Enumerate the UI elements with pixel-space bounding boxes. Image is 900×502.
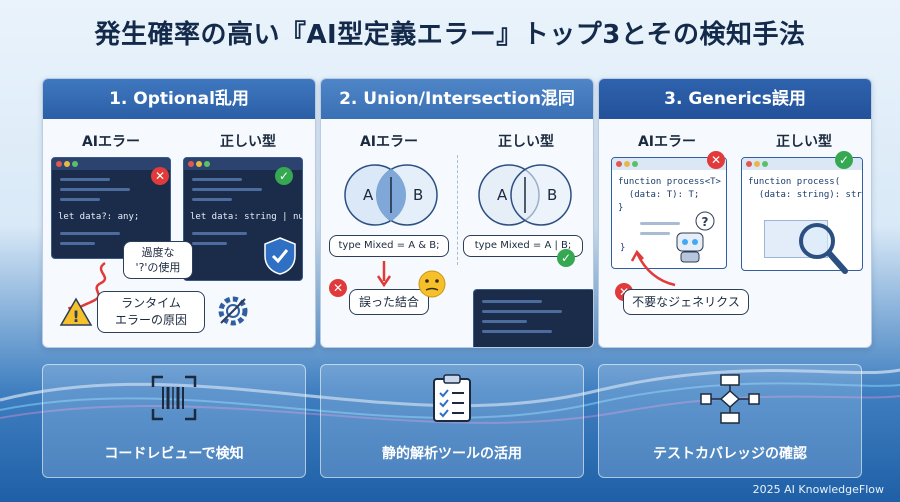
panel-union-intersection: 2. Union/Intersection混同 AIエラー 正しい型 A B A… xyxy=(320,78,594,348)
error-x-icon: ✕ xyxy=(707,151,725,169)
footer-credit: 2025 AI KnowledgeFlow xyxy=(752,483,884,496)
venn-label-b: B xyxy=(547,186,557,204)
pointer-arrow xyxy=(630,249,676,287)
checklist-clipboard-icon xyxy=(433,374,471,422)
detection-card-code-review: コードレビューで検知 xyxy=(42,364,306,478)
bad-type-callout: type Mixed = A & B; xyxy=(329,235,449,257)
good-type-callout: type Mixed = A | B; xyxy=(463,235,583,257)
detection-label: テストカバレッジの確認 xyxy=(653,446,807,462)
check-icon: ✓ xyxy=(275,167,293,185)
robot-question-icon: ? xyxy=(676,211,715,263)
runtime-error-callout: ランタイム エラーの原因 xyxy=(97,291,205,333)
ai-error-label: AIエラー xyxy=(359,134,419,150)
unneeded-generics-callout: 不要なジェネリクス xyxy=(623,289,749,315)
magnifier-icon xyxy=(799,223,848,274)
page-title: 発生確率の高い『AI型定義エラー』トップ3とその検知手法 xyxy=(94,20,806,50)
overuse-callout: 過度な '?'の使用 xyxy=(123,241,193,279)
error-x-icon: ✕ xyxy=(151,167,169,185)
down-arrow-icon xyxy=(376,261,392,288)
venn-label-a: A xyxy=(363,186,374,204)
panel-heading: 3. Generics誤用 xyxy=(599,79,871,119)
panel-generics-misuse: 3. Generics誤用 AIエラー 正しい型 function proces… xyxy=(598,78,872,348)
detection-label: コードレビューで検知 xyxy=(104,446,244,462)
gear-icon xyxy=(218,296,248,326)
error-x-icon: ✕ xyxy=(329,279,347,297)
venn-label-a: A xyxy=(497,186,508,204)
check-icon: ✓ xyxy=(835,151,853,169)
detection-label: 静的解析ツールの活用 xyxy=(382,446,522,462)
svg-text:?: ? xyxy=(702,215,709,229)
detection-card-static-analysis: 静的解析ツールの活用 xyxy=(320,364,584,478)
venn-diagram-intersection: A B xyxy=(344,164,438,226)
thinking-face-icon xyxy=(418,270,446,298)
good-code-block: function process( (data: string): string… xyxy=(748,177,862,200)
panel-heading: 1. Optional乱用 xyxy=(43,79,315,119)
detection-card-test-coverage: テストカバレッジの確認 xyxy=(598,364,862,478)
barcode-scan-icon xyxy=(151,375,197,421)
bad-code-line: let data?: any; xyxy=(58,212,140,222)
svg-text:!: ! xyxy=(72,307,79,326)
ai-error-label: AIエラー xyxy=(81,134,141,150)
correct-type-label: 正しい型 xyxy=(498,134,554,150)
good-code-line: let data: string | null; xyxy=(190,212,303,222)
dark-code-window xyxy=(473,289,593,347)
venn-diagram-union: A B xyxy=(478,164,572,226)
correct-type-label: 正しい型 xyxy=(220,134,276,150)
warning-icon: ! xyxy=(59,297,93,326)
venn-label-b: B xyxy=(413,186,423,204)
light-swoosh xyxy=(0,368,900,424)
shield-check-icon xyxy=(264,237,296,275)
check-icon: ✓ xyxy=(557,249,575,267)
panel-heading: 2. Union/Intersection混同 xyxy=(321,79,593,119)
bad-code-block: function process<T> (data: T): T; } xyxy=(618,177,721,213)
correct-type-label: 正しい型 xyxy=(776,134,832,150)
divider xyxy=(457,155,458,265)
wrong-combination-callout: 誤った結合 xyxy=(349,289,429,315)
flowchart-icon xyxy=(700,374,760,424)
panel-optional-misuse: 1. Optional乱用 AIエラー 正しい型 let data?: any;… xyxy=(42,78,316,348)
ai-error-label: AIエラー xyxy=(637,134,697,150)
